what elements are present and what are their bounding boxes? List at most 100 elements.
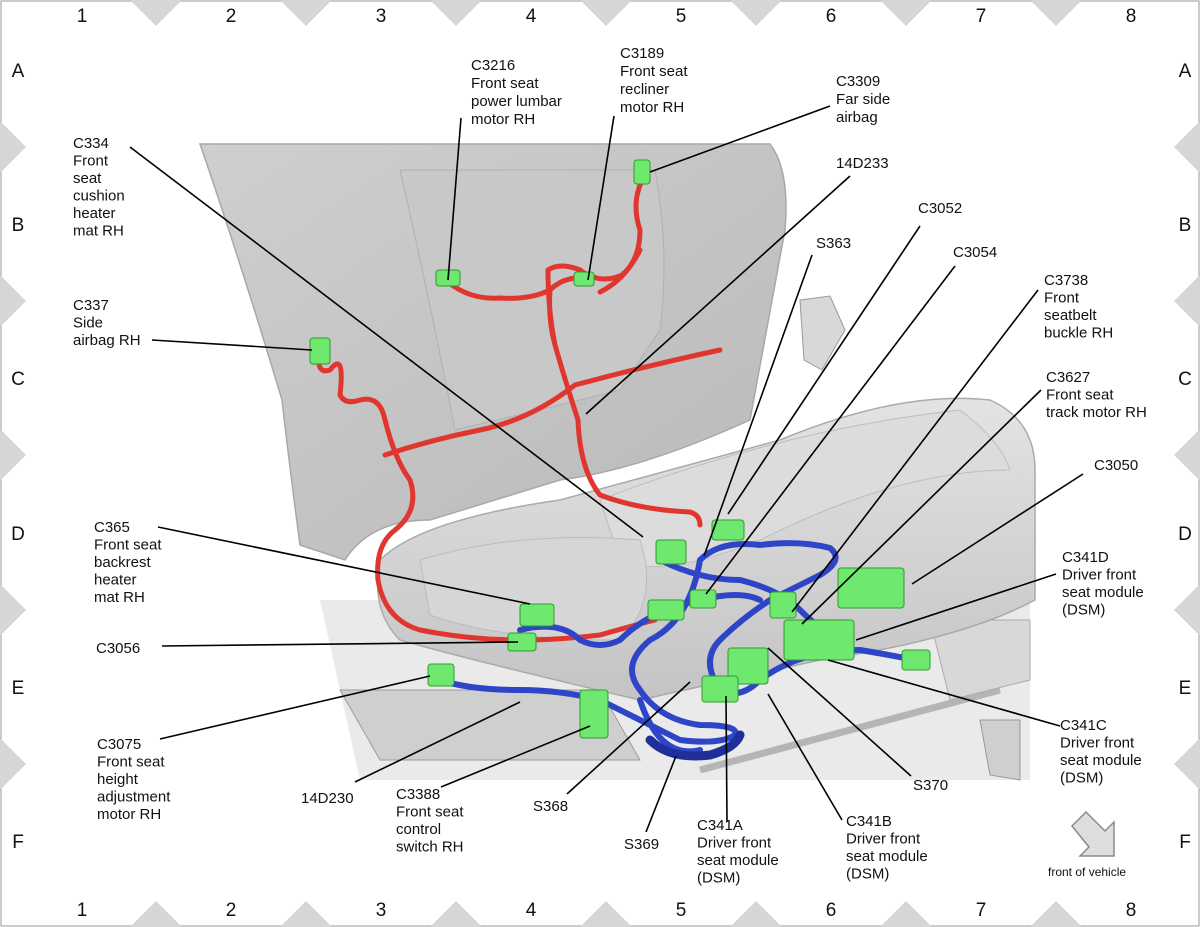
leader-line	[587, 115, 615, 281]
leader-line	[440, 725, 591, 788]
grid-triangle	[0, 429, 26, 481]
grid-triangle	[880, 0, 932, 26]
leader-line	[447, 117, 462, 281]
connector-icon	[901, 649, 931, 671]
label-s368: S368	[533, 798, 568, 815]
front-of-vehicle-indicator: front of vehicle	[1048, 810, 1126, 879]
label-s370: S370	[913, 777, 948, 794]
grid-column-top: 4	[526, 6, 537, 27]
grid-triangle	[1174, 275, 1200, 327]
label-14d230: 14D230	[301, 790, 354, 807]
grid-column-bottom: 7	[976, 900, 987, 921]
connector-icon	[573, 271, 595, 287]
connector-icon	[783, 619, 855, 661]
grid-triangle	[430, 0, 482, 26]
label-c3054: C3054	[953, 244, 997, 261]
grid-row-left: D	[11, 524, 25, 545]
grid-row-left: A	[12, 61, 25, 82]
label-14d233: 14D233	[836, 155, 889, 172]
leader-line	[801, 389, 1042, 625]
grid-column-top: 3	[376, 6, 387, 27]
leader-line	[767, 693, 843, 821]
label-s369: S369	[624, 836, 659, 853]
leader-line	[725, 695, 728, 823]
leader-line	[767, 647, 912, 777]
leader-line	[151, 339, 313, 351]
label-c3050: C3050	[1094, 457, 1138, 474]
grid-triangle	[1174, 429, 1200, 481]
grid-triangle	[130, 0, 182, 26]
grid-row-right: E	[1179, 678, 1192, 699]
grid-triangle	[0, 584, 26, 636]
seat-illustration	[198, 143, 1036, 781]
connector-icon	[711, 519, 745, 541]
grid-column-bottom: 2	[226, 900, 237, 921]
grid-row-right: F	[1179, 832, 1191, 853]
grid-triangle	[580, 0, 632, 26]
grid-triangle	[130, 901, 182, 927]
connector-icon	[769, 591, 797, 619]
connector-icon	[519, 603, 555, 627]
grid-column-top: 1	[77, 6, 88, 27]
leader-line	[645, 755, 677, 833]
leader-line	[566, 681, 691, 795]
leader-line	[354, 701, 521, 783]
leader-line	[827, 659, 1061, 727]
leader-line	[705, 265, 956, 595]
grid-column-top: 6	[826, 6, 837, 27]
grid-row-left: B	[12, 215, 25, 236]
grid-row-left: C	[11, 369, 25, 390]
leader-line	[791, 289, 1039, 613]
grid-row-right: C	[1178, 369, 1192, 390]
grid-triangle	[1174, 584, 1200, 636]
grid-column-bottom: 6	[826, 900, 837, 921]
grid-triangle	[0, 275, 26, 327]
leader-line	[703, 254, 813, 557]
leader-line	[911, 473, 1084, 585]
grid-triangle	[0, 121, 26, 173]
grid-row-right: A	[1179, 61, 1192, 82]
grid-column-top: 5	[676, 6, 687, 27]
connector-icon	[579, 689, 609, 739]
grid-column-bottom: 3	[376, 900, 387, 921]
grid-column-top: 2	[226, 6, 237, 27]
leader-line	[159, 675, 431, 740]
label-s363: S363	[816, 235, 851, 252]
connector-icon	[689, 589, 717, 609]
base-harness	[437, 540, 918, 761]
grid-column-top: 8	[1126, 6, 1137, 27]
grid-column-top: 7	[976, 6, 987, 27]
label-c3056: C3056	[96, 640, 140, 657]
grid-column-bottom: 4	[526, 900, 537, 921]
grid-triangle	[1030, 901, 1082, 927]
grid-triangle	[730, 901, 782, 927]
grid-triangle	[280, 901, 332, 927]
connector-icon	[647, 599, 685, 621]
grid-triangle	[880, 901, 932, 927]
grid-triangle	[280, 0, 332, 26]
grid-triangle	[0, 738, 26, 790]
grid-triangle	[730, 0, 782, 26]
grid-row-right: D	[1178, 524, 1192, 545]
connectors	[309, 159, 931, 739]
grid-column-bottom: 1	[77, 900, 88, 921]
leader-line	[855, 573, 1057, 641]
grid-triangle	[580, 901, 632, 927]
connector-icon	[633, 159, 651, 185]
leader-line	[649, 105, 831, 173]
